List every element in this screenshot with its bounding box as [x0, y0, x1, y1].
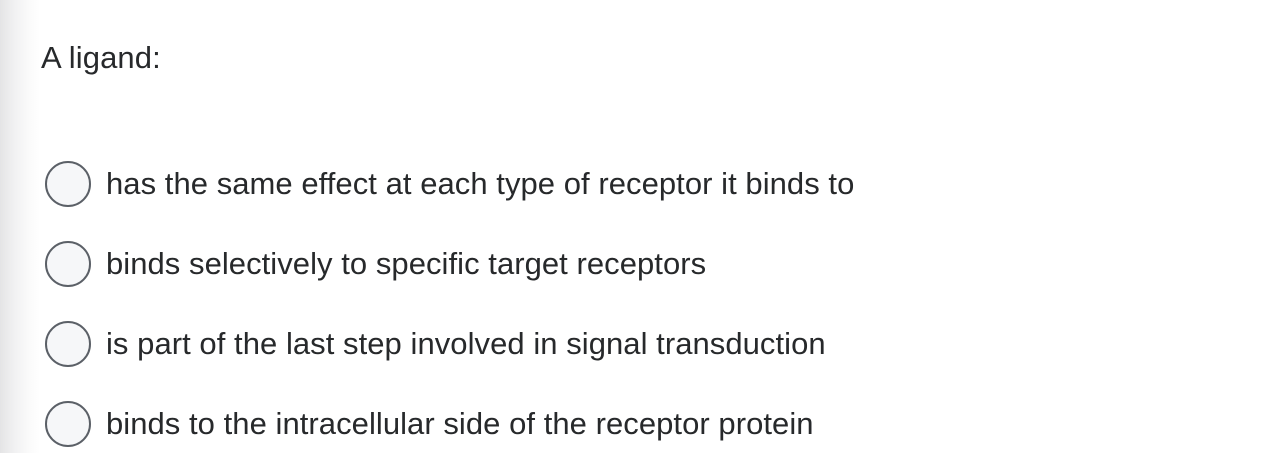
option-list: has the same effect at each type of rece…	[0, 144, 1284, 453]
option-label-a[interactable]: has the same effect at each type of rece…	[106, 166, 855, 201]
radio-button-icon-a[interactable]	[45, 161, 91, 207]
option-label-c[interactable]: is part of the last step involved in sig…	[106, 326, 826, 361]
option-row-a[interactable]: has the same effect at each type of rece…	[0, 144, 1284, 224]
radio-button-icon-b[interactable]	[45, 241, 91, 287]
option-row-d[interactable]: binds to the intracellular side of the r…	[0, 384, 1284, 453]
option-label-b[interactable]: binds selectively to specific target rec…	[106, 246, 707, 281]
radio-button-icon-d[interactable]	[45, 401, 91, 447]
option-row-b[interactable]: binds selectively to specific target rec…	[0, 224, 1284, 304]
option-label-d[interactable]: binds to the intracellular side of the r…	[106, 406, 814, 441]
option-row-c[interactable]: is part of the last step involved in sig…	[0, 304, 1284, 384]
question-prompt: A ligand:	[41, 40, 161, 75]
radio-button-icon-c[interactable]	[45, 321, 91, 367]
